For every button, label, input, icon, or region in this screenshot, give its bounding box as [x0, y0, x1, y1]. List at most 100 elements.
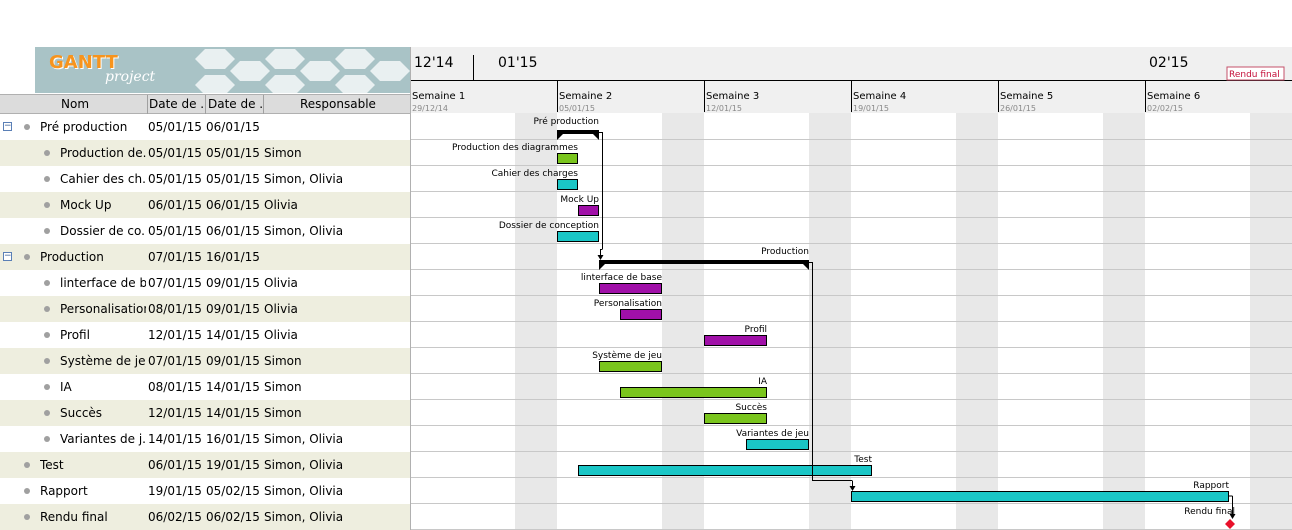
- task-start-date: 08/01/15: [148, 380, 202, 394]
- task-name: Succès: [60, 406, 103, 420]
- logo-subtitle: project: [105, 69, 156, 85]
- task-end-date: 06/01/15: [206, 224, 260, 238]
- summary-bar: [599, 260, 809, 264]
- ganttproject-logo: GANTT project: [35, 47, 410, 93]
- task-bar-label: Cahier des charges: [491, 169, 578, 179]
- task-resources: Simon, Olivia: [264, 510, 344, 524]
- task-bar-label: Production: [761, 247, 809, 257]
- dependency-arrowhead: [1229, 514, 1236, 519]
- task-bar: [704, 413, 767, 424]
- timeline-week-label: Semaine 5: [1000, 91, 1054, 102]
- task-name: Cahier des ch...: [60, 172, 146, 186]
- summary-bar-end-cap: [803, 264, 809, 270]
- task-bar-label: linterface de base: [581, 273, 663, 283]
- task-start-date: 08/01/15: [148, 302, 202, 316]
- task-end-date: 05/02/15: [206, 484, 260, 498]
- task-bar-label: Mock Up: [560, 195, 599, 205]
- task-bullet-icon: [44, 176, 50, 182]
- task-bar: [557, 153, 578, 164]
- dependency-arrowhead: [849, 486, 856, 491]
- task-bullet-icon: [44, 436, 50, 442]
- hexagon-banner-graphic: [195, 49, 410, 93]
- collapse-toggle-icon[interactable]: −: [3, 121, 12, 131]
- task-bullet-icon: [24, 254, 30, 260]
- task-start-date: 05/01/15: [148, 224, 202, 238]
- column-header-name[interactable]: Nom: [0, 95, 148, 114]
- task-end-date: 19/01/15: [206, 458, 260, 472]
- task-name: linterface de b...: [60, 276, 146, 290]
- task-bar-label: Rapport: [1193, 481, 1229, 491]
- dependency-arrowhead: [597, 255, 604, 260]
- timeline-week-date: 02/02/15: [1147, 104, 1183, 113]
- task-bar: [704, 335, 767, 346]
- task-bar: [599, 283, 662, 294]
- task-start-date: 05/01/15: [148, 146, 202, 160]
- timeline-week-date: 05/01/15: [559, 104, 595, 113]
- summary-bar-start-cap: [557, 134, 563, 140]
- task-resources: Simon, Olivia: [264, 484, 344, 498]
- task-bullet-icon: [44, 228, 50, 234]
- task-start-date: 07/01/15: [148, 250, 202, 264]
- task-bar-label: Dossier de conception: [499, 221, 599, 231]
- timeline-week-date: 12/01/15: [706, 104, 742, 113]
- task-bar-label: Variantes de jeu: [736, 429, 809, 439]
- summary-bar-start-cap: [599, 264, 605, 270]
- task-bar: [746, 439, 809, 450]
- task-end-date: 14/01/15: [206, 380, 260, 394]
- task-end-date: 14/01/15: [206, 328, 260, 342]
- task-bar-label: Rendu final: [1184, 507, 1235, 517]
- task-name: Système de jeu: [60, 354, 146, 368]
- table-header: Nom Date de ... Date de ... Responsable: [0, 94, 410, 114]
- milestone-header-label: Rendu final: [1229, 70, 1280, 80]
- task-bullet-icon: [24, 124, 30, 130]
- timeline-month-label: 12'14: [414, 55, 454, 71]
- task-resources: Simon, Olivia: [264, 172, 344, 186]
- task-resources: Simon, Olivia: [264, 224, 344, 238]
- summary-bar-end-cap: [593, 134, 599, 140]
- task-resources: Simon: [264, 380, 302, 394]
- column-header-resources[interactable]: Responsable: [300, 97, 376, 111]
- task-bullet-icon: [44, 306, 50, 312]
- task-bullet-icon: [44, 150, 50, 156]
- column-header-end-date[interactable]: Date de ...: [206, 95, 264, 114]
- task-bar-label: Production des diagrammes: [452, 143, 578, 153]
- task-end-date: 06/02/15: [206, 510, 260, 524]
- task-bar-label: Système de jeu: [592, 350, 662, 361]
- task-bullet-icon: [44, 384, 50, 390]
- task-start-date: 07/01/15: [148, 354, 202, 368]
- collapse-toggle-icon[interactable]: −: [3, 251, 12, 261]
- task-name: Variantes de j...: [60, 432, 146, 446]
- task-end-date: 05/01/15: [206, 146, 260, 160]
- task-resources: Olivia: [264, 302, 298, 316]
- column-header-start-date[interactable]: Date de ...: [148, 95, 206, 114]
- timeline-week-date: 26/01/15: [1000, 104, 1036, 113]
- task-start-date: 19/01/15: [148, 484, 202, 498]
- timeline-week-label: Semaine 4: [853, 91, 907, 102]
- task-table: GANTT project Nom Date de ... Date de ..…: [0, 0, 410, 530]
- task-bar-label: Succès: [735, 402, 767, 413]
- task-end-date: 16/01/15: [206, 432, 260, 446]
- task-name: Personalisation: [60, 302, 146, 316]
- timeline-week-label: Semaine 6: [1147, 91, 1201, 102]
- task-start-date: 12/01/15: [148, 406, 202, 420]
- task-bullet-icon: [44, 202, 50, 208]
- timeline-week-date: 19/01/15: [853, 104, 889, 113]
